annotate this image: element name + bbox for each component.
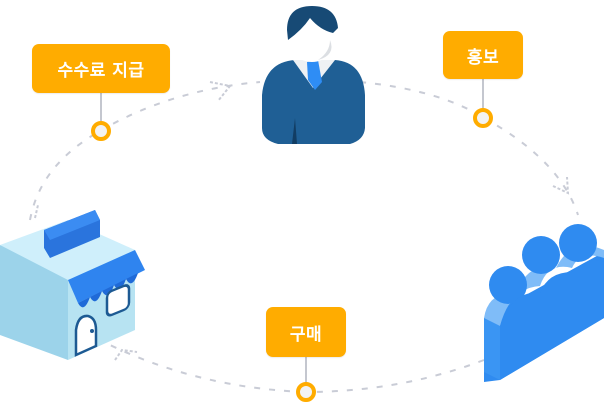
arrow-to-store-left-icon	[34, 204, 39, 219]
step-label-fee: 수수료 지급	[32, 44, 170, 93]
businessman-icon	[262, 6, 365, 144]
people-group-icon	[484, 224, 604, 382]
arrow-to-store-icon	[114, 348, 138, 361]
store-icon	[0, 210, 145, 360]
path-arrows	[34, 81, 570, 361]
promo-marker-icon	[473, 108, 493, 128]
step-label-promo: 홍보	[443, 31, 523, 79]
promo-connector	[473, 79, 493, 128]
step-label-buy: 구매	[266, 307, 346, 357]
buy-connector	[296, 357, 316, 402]
arrow-to-promoter-icon	[209, 81, 232, 102]
fee-marker-icon	[91, 121, 111, 141]
arrow-to-customers-icon	[552, 176, 570, 195]
buy-marker-icon	[296, 382, 316, 402]
fee-connector	[91, 93, 111, 141]
cycle-path	[29, 81, 579, 393]
